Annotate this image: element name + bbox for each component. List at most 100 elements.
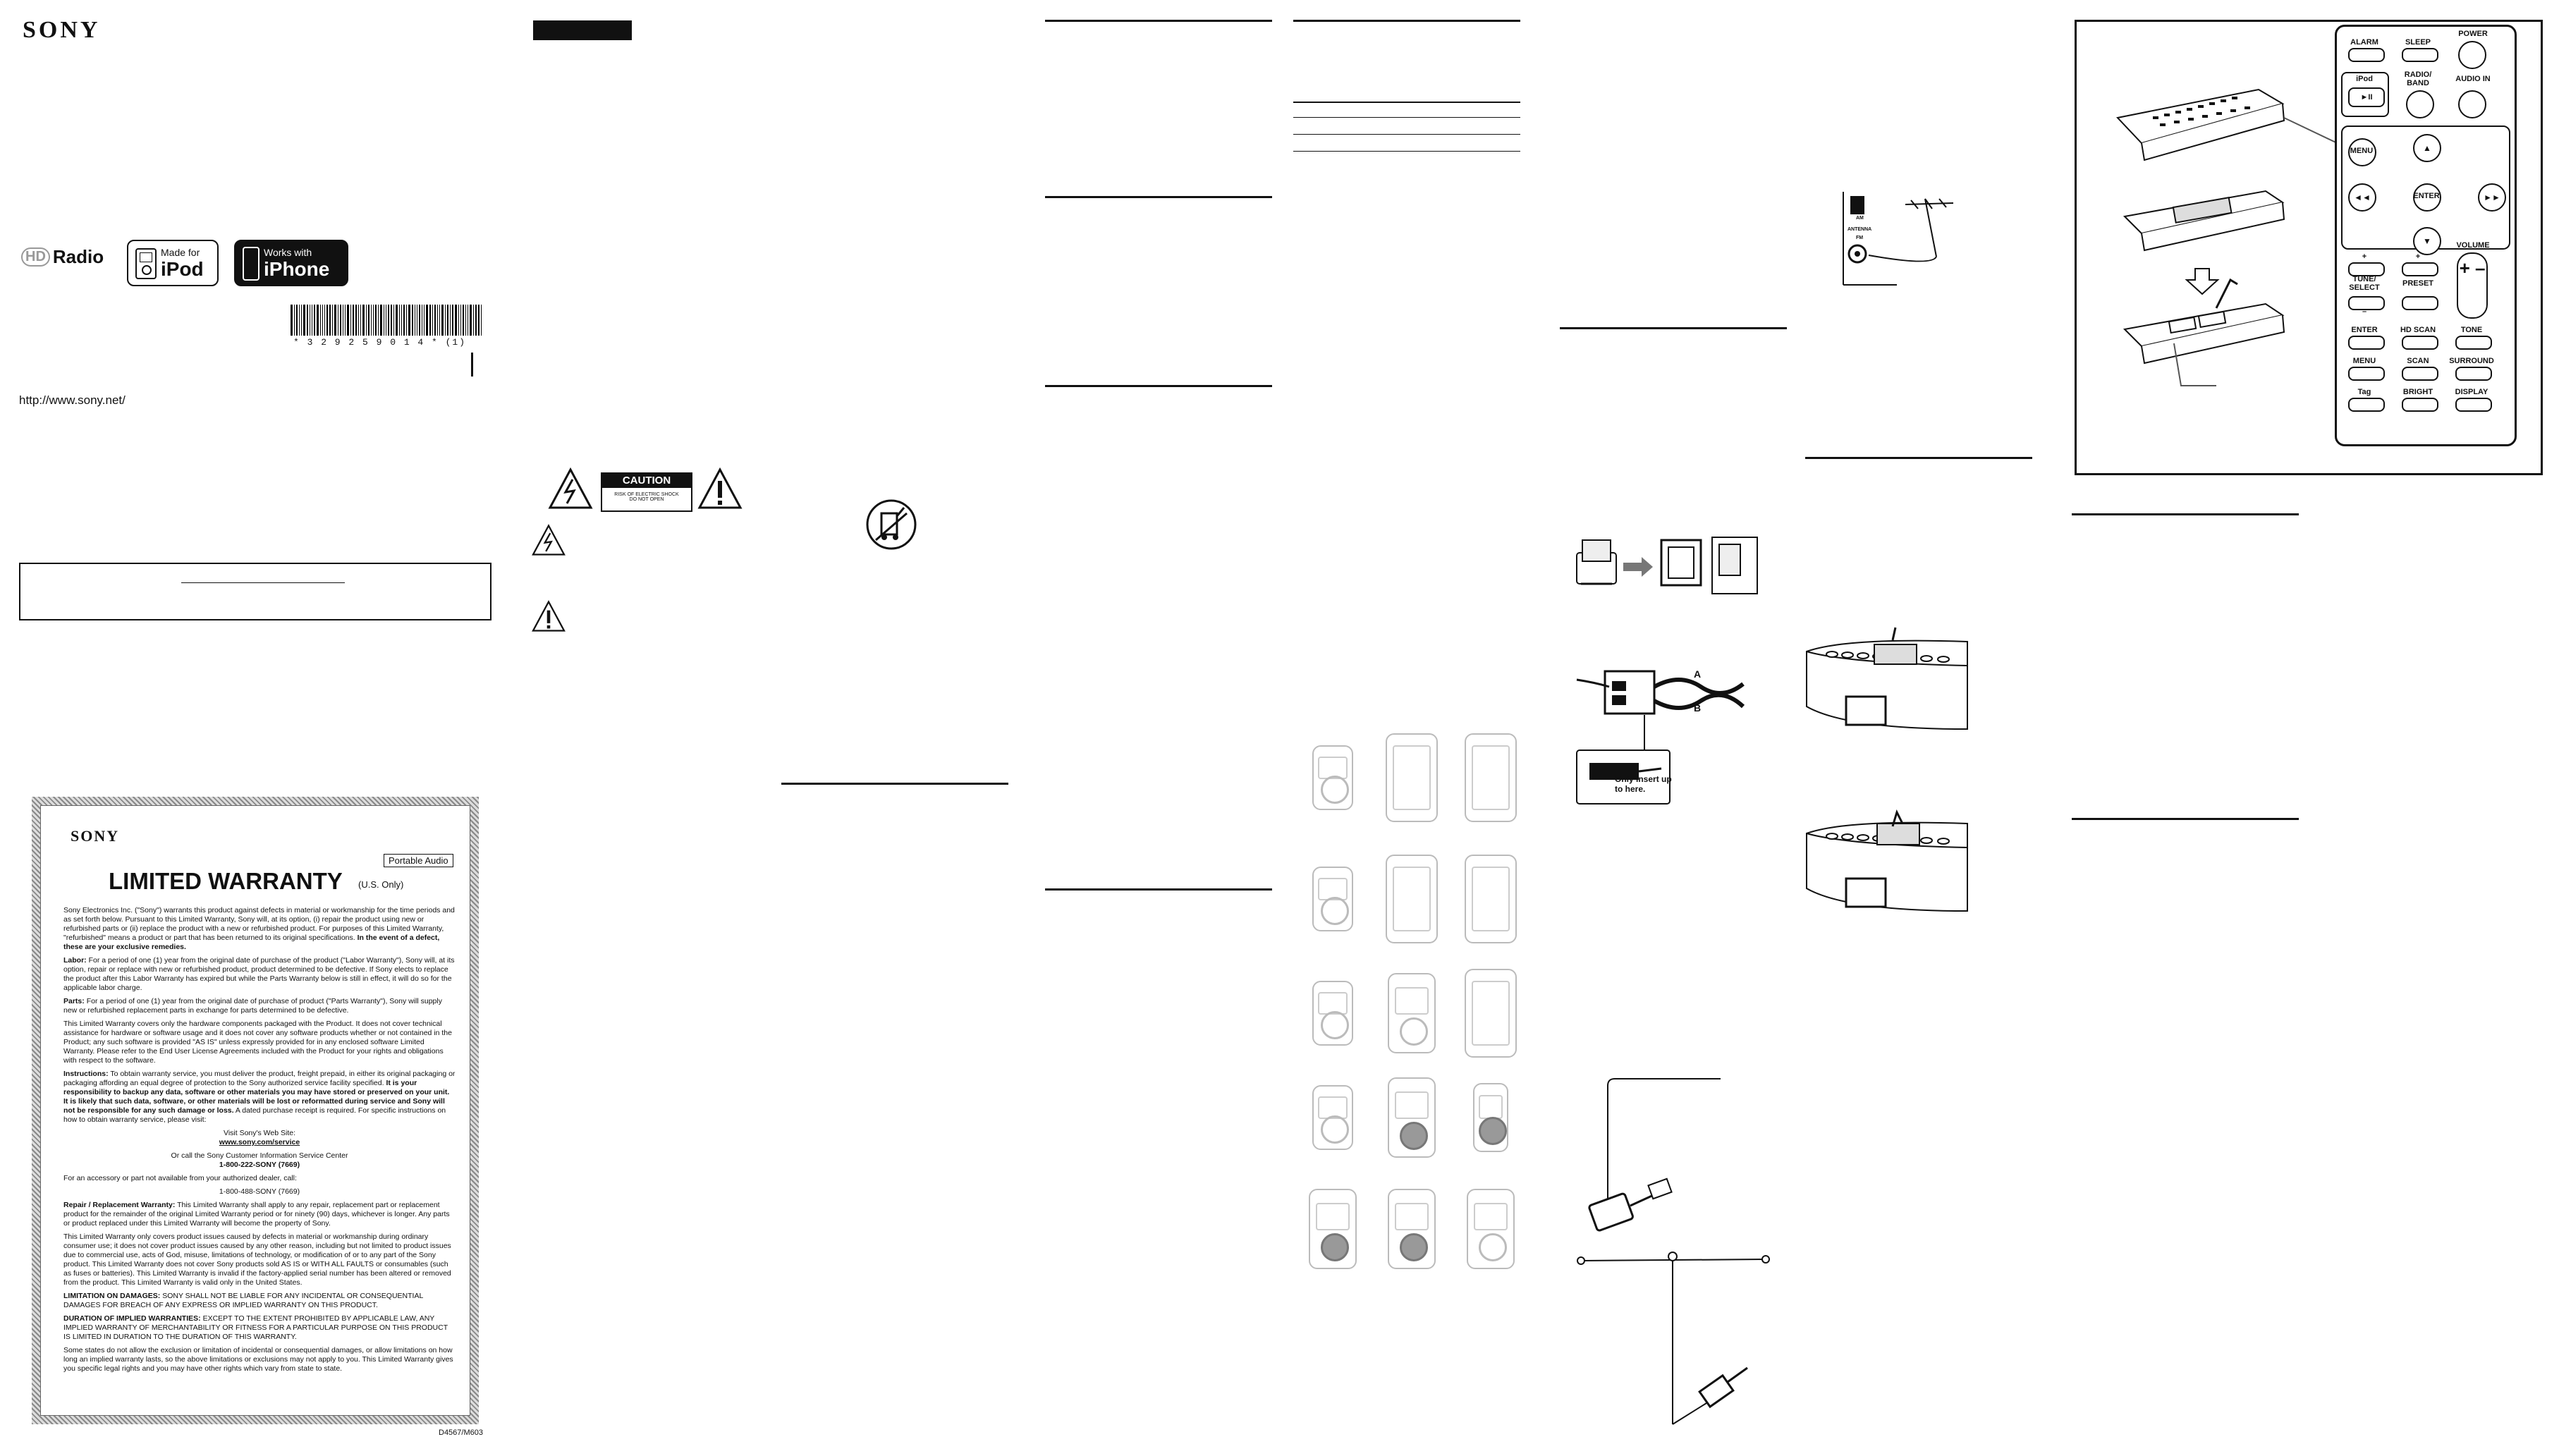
preset-minus-button[interactable]: [2402, 296, 2438, 310]
power-button[interactable]: [2458, 41, 2486, 69]
barcode-number: * 3 2 9 2 5 9 0 1 4 * (1): [293, 337, 467, 348]
warranty-visit: Visit Sony's Web Site:: [224, 1129, 295, 1137]
ipod-nano-icon: [1312, 981, 1353, 1046]
works-with-top: Works with: [264, 247, 312, 258]
menu-main-button[interactable]: [2348, 367, 2385, 381]
barcode-bar: [424, 305, 425, 336]
wire-label-b: B: [1694, 702, 1702, 714]
barcode-bar: [403, 305, 405, 336]
device-click-wheel: [1400, 1122, 1428, 1151]
dock-remove-illustration: [1806, 809, 1968, 912]
bright-button[interactable]: [2402, 398, 2438, 412]
sleep-button[interactable]: [2402, 48, 2438, 62]
barcode-bar: [368, 305, 370, 336]
warranty-duration-head: DURATION OF IMPLIED WARRANTIES:: [63, 1314, 201, 1323]
enter-label: ENTER: [2351, 326, 2378, 334]
warranty-accessory: For an accessory or part not available f…: [63, 1174, 297, 1182]
jack-antenna-label: ANTENNA: [1848, 227, 1872, 232]
enter-center-button[interactable]: [2413, 183, 2441, 212]
menu-button[interactable]: [2348, 138, 2376, 166]
warranty-code: D4567/M603: [439, 1429, 483, 1437]
ipod-icon: [135, 248, 157, 279]
jack-am-label: AM: [1856, 216, 1864, 221]
alarm-button[interactable]: [2348, 48, 2385, 62]
up-arrow-button[interactable]: ▲: [2413, 134, 2441, 162]
sony-logo: SONY: [23, 17, 101, 43]
ipod-classic-icon: [1467, 1189, 1515, 1269]
hd-radio-word: Radio: [52, 245, 104, 267]
play-pause-button[interactable]: ►II: [2348, 87, 2385, 107]
warranty-sony-logo: SONY: [71, 827, 120, 845]
scan-button[interactable]: [2402, 367, 2438, 381]
ipod-classic-icon: [1388, 1077, 1436, 1158]
warranty-site-link[interactable]: www.sony.com/service: [219, 1138, 300, 1146]
device-screen: [1315, 1202, 1350, 1231]
ipod-touch-icon: [1386, 855, 1438, 943]
device-click-wheel: [1321, 1010, 1349, 1039]
scan-label: SCAN: [2407, 357, 2429, 365]
barcode-bar: [473, 305, 474, 336]
tune-select-label: TUNE/ SELECT: [2349, 275, 2380, 292]
warranty-states: Some states do not allow the exclusion o…: [63, 1346, 453, 1373]
tone-button[interactable]: [2455, 336, 2492, 350]
device-click-wheel: [1479, 1233, 1507, 1262]
remote-battery-illustration: [2116, 88, 2344, 386]
barcode-bar: [429, 305, 431, 336]
barcode-bar: [445, 305, 446, 336]
preset-plus-button[interactable]: [2402, 262, 2438, 276]
enter-button[interactable]: [2348, 336, 2385, 350]
caution-line2: DO NOT OPEN: [629, 497, 664, 502]
language-tab: [533, 20, 632, 40]
section-divider: [1293, 20, 1520, 22]
antenna-wire-connection-illustration: [1576, 670, 1745, 805]
device-click-wheel: [1400, 1233, 1428, 1262]
barcode-bar: [347, 305, 349, 336]
barcode-bar: [458, 305, 459, 336]
radio-band-button[interactable]: [2406, 90, 2434, 118]
section-divider: [1045, 888, 1272, 891]
fm-antenna-cable-illustration: [1577, 1078, 1770, 1425]
warranty-call: Or call the Sony Customer Information Se…: [171, 1151, 348, 1160]
surround-button[interactable]: [2455, 367, 2492, 381]
barcode-bar: [301, 305, 302, 336]
barcode: [291, 305, 483, 336]
tag-button[interactable]: [2348, 398, 2385, 412]
down-arrow-button[interactable]: ▼: [2413, 227, 2441, 255]
section-divider: [1560, 327, 1787, 329]
display-button[interactable]: [2455, 398, 2492, 412]
audio-in-button[interactable]: [2458, 90, 2486, 118]
hd-scan-button[interactable]: [2402, 336, 2438, 350]
surround-label: SURROUND: [2449, 357, 2494, 365]
barcode-bar: [324, 305, 325, 336]
tone-label: TONE: [2460, 326, 2483, 334]
sony-url[interactable]: http://www.sony.net/: [19, 393, 126, 407]
wire-label-a: A: [1694, 668, 1702, 680]
barcode-bar: [426, 305, 428, 336]
section-divider: [1045, 20, 1272, 22]
ipod-nano-icon: [1312, 1085, 1353, 1150]
dock-insert-illustration: [1806, 627, 1968, 730]
section-divider: [1805, 457, 2032, 459]
barcode-bar: [296, 305, 298, 336]
rewind-button[interactable]: ◄◄: [2348, 183, 2376, 212]
volume-rocker[interactable]: + –: [2457, 252, 2488, 319]
device-screen: [1472, 745, 1510, 811]
made-for-top: Made for: [161, 247, 200, 258]
tune-minus-button[interactable]: [2348, 296, 2385, 310]
tune-plus-button[interactable]: [2348, 262, 2385, 276]
barcode-bar: [437, 305, 438, 336]
fast-forward-button[interactable]: ►►: [2478, 183, 2506, 212]
audio-in-label: AUDIO IN: [2455, 75, 2491, 83]
warranty-title: LIMITED WARRANTY: [109, 868, 343, 894]
display-label: DISPLAY: [2455, 388, 2488, 396]
barcode-bar: [478, 305, 480, 336]
works-with-iphone-badge: Works with iPhone: [234, 240, 348, 286]
am-loop-antenna-illustration: [1576, 537, 1758, 594]
barcode-bar: [455, 305, 457, 336]
ipod-nano-icon: [1312, 745, 1353, 810]
iphone-icon: [1465, 733, 1517, 822]
barcode-bar: [465, 305, 466, 336]
barcode-bar: [432, 305, 433, 336]
warranty-labor-head: Labor:: [63, 956, 87, 965]
